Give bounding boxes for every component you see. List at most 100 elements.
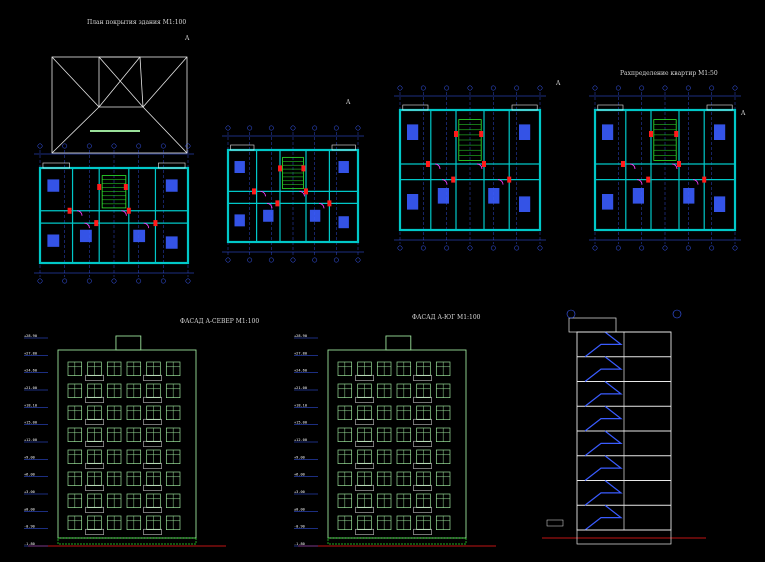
level-label: -0.90 xyxy=(24,525,35,529)
stair-flight xyxy=(584,430,623,457)
stair-flight xyxy=(584,381,623,407)
door-marker xyxy=(123,184,128,190)
axis-bubble xyxy=(268,257,274,263)
north-mark-1: A xyxy=(184,35,190,42)
floor-plan-title: Рахпределение квартир М1:50 xyxy=(620,70,718,77)
balcony xyxy=(143,506,162,513)
axis-bubble xyxy=(444,85,450,91)
door-marker xyxy=(649,131,653,137)
axis-bubble xyxy=(312,257,318,263)
level-label: +3.00 xyxy=(294,490,305,494)
bathroom xyxy=(407,194,419,210)
balcony xyxy=(143,484,162,491)
bathroom xyxy=(165,236,178,249)
axis-bubble xyxy=(111,278,117,284)
door-swing xyxy=(636,179,643,185)
door-marker xyxy=(646,176,651,183)
axis-bubble xyxy=(537,245,543,251)
axis-bubble xyxy=(709,85,715,91)
axis-bubble xyxy=(685,85,691,91)
door-marker xyxy=(507,176,512,183)
exterior-wall xyxy=(226,148,360,244)
axis-bubble xyxy=(397,245,403,251)
level-label: +15.00 xyxy=(24,421,37,425)
bathroom xyxy=(519,196,531,212)
door-marker xyxy=(677,161,681,167)
door-marker xyxy=(153,220,158,227)
bathroom xyxy=(338,161,349,173)
axis-bubble xyxy=(537,85,543,91)
bathroom xyxy=(338,216,349,229)
axis-bubble xyxy=(160,143,166,149)
balcony xyxy=(355,462,374,469)
bathroom xyxy=(519,124,531,140)
bathroom xyxy=(79,229,92,243)
level-label: ±0.00 xyxy=(294,507,305,511)
balcony xyxy=(331,144,356,151)
balcony xyxy=(413,374,432,381)
balcony xyxy=(355,440,374,447)
roof-outline xyxy=(51,56,188,154)
door-swing xyxy=(434,163,441,170)
axis-bubble xyxy=(732,245,738,251)
axis-bubble xyxy=(111,143,117,149)
axis-bubble xyxy=(444,245,450,251)
north-mark-2: A xyxy=(345,99,351,106)
plinth xyxy=(327,537,467,545)
axis-bubble xyxy=(467,85,473,91)
bathroom xyxy=(714,196,726,212)
stair-flight xyxy=(584,405,623,432)
floor-plan-4 xyxy=(589,85,741,251)
door-swing xyxy=(497,179,504,185)
facade-south-title: ФАСАД А-ЮГ М1:100 xyxy=(412,314,481,321)
door-swing xyxy=(441,179,448,185)
level-label: +15.00 xyxy=(294,421,307,425)
door-swing xyxy=(692,179,699,185)
axis-bubble xyxy=(639,245,645,251)
balcony xyxy=(85,440,104,447)
axis-bubble xyxy=(514,85,520,91)
level-label: +9.00 xyxy=(24,455,35,459)
door-swing xyxy=(260,191,266,197)
bathroom xyxy=(602,124,614,140)
floor-plans xyxy=(34,85,741,284)
balcony xyxy=(85,396,104,403)
floor-plan-2 xyxy=(222,125,364,263)
axis-bubble xyxy=(355,257,361,263)
axis-bubble xyxy=(247,125,253,131)
door-marker xyxy=(702,176,707,183)
balcony xyxy=(413,440,432,447)
bathroom xyxy=(47,234,60,247)
axis-bubble xyxy=(225,125,231,131)
plinth xyxy=(57,537,197,545)
foundation-detail xyxy=(546,519,564,527)
balcony xyxy=(42,162,70,169)
balcony xyxy=(85,506,104,513)
door-marker xyxy=(454,131,458,137)
level-label: ±0.00 xyxy=(24,507,35,511)
door-marker xyxy=(426,161,430,167)
balcony xyxy=(143,440,162,447)
axis-bubble xyxy=(185,143,191,149)
balcony xyxy=(85,462,104,469)
axis-bubble xyxy=(685,245,691,251)
axis-bubble xyxy=(420,245,426,251)
bathroom xyxy=(714,124,726,140)
facade-south: +28.90+27.80+24.60+21.00+18.10+15.00+12.… xyxy=(294,334,496,547)
basement xyxy=(576,529,672,545)
axis-bubble xyxy=(514,245,520,251)
level-label: +28.90 xyxy=(24,334,37,338)
axis-bubble xyxy=(662,245,668,251)
level-label: +12.00 xyxy=(294,438,307,442)
balcony xyxy=(143,528,162,535)
exterior-wall xyxy=(398,108,542,232)
balcony xyxy=(85,528,104,535)
level-label: +12.00 xyxy=(24,438,37,442)
axis-bubble xyxy=(662,85,668,91)
axis-bubble xyxy=(333,257,339,263)
door-swing xyxy=(76,210,83,216)
axis-bubble xyxy=(62,143,68,149)
facade-outline xyxy=(57,349,197,539)
level-label: +24.60 xyxy=(294,369,307,373)
